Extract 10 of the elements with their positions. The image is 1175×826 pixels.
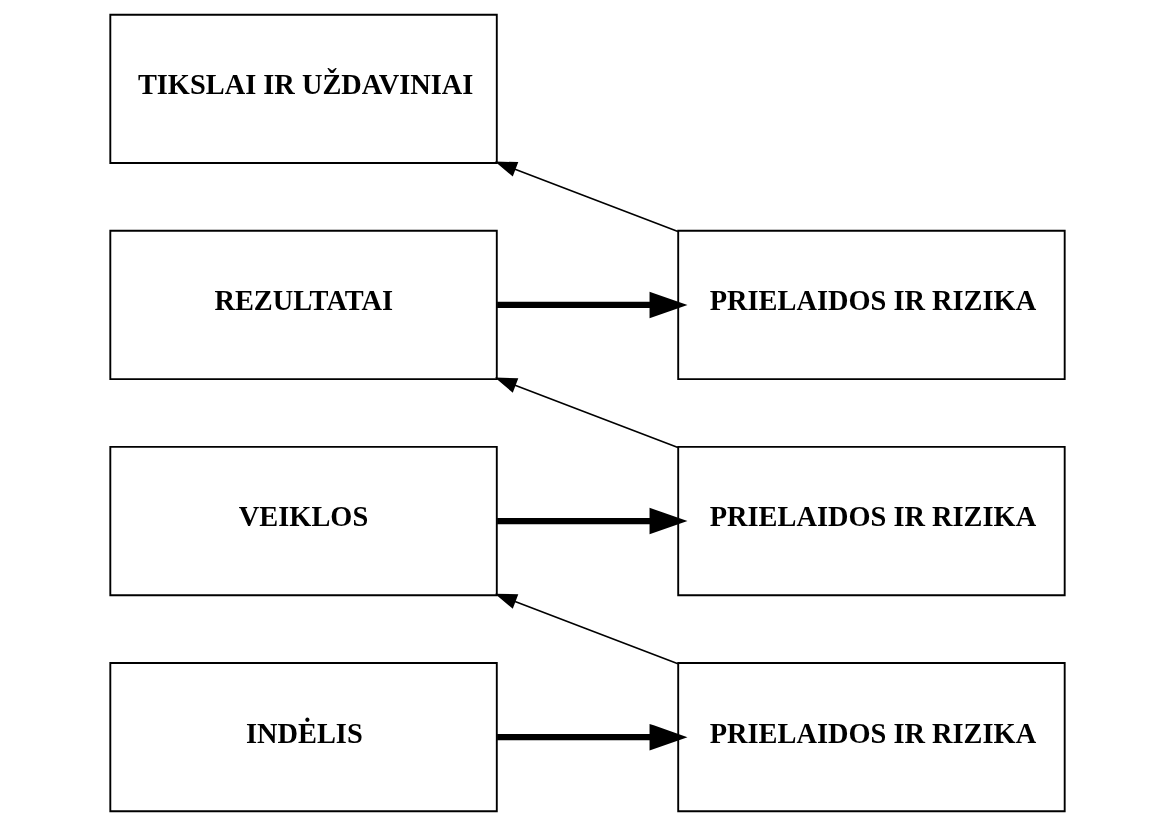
node-box: PRIELAIDOS IR RIZIKA — [677, 662, 1066, 813]
node-box: REZULTATAI — [109, 229, 498, 381]
node-box: VEIKLOS — [109, 445, 498, 597]
node-box: INDĖLIS — [109, 662, 498, 813]
arrow — [494, 161, 679, 233]
node-box: PRIELAIDOS IR RIZIKA — [677, 229, 1066, 381]
node-box: PRIELAIDOS IR RIZIKA — [677, 445, 1066, 597]
node-box: TIKSLAI IR UŽDAVINIAI — [109, 13, 498, 164]
arrow — [494, 593, 679, 665]
arrow — [494, 377, 679, 449]
